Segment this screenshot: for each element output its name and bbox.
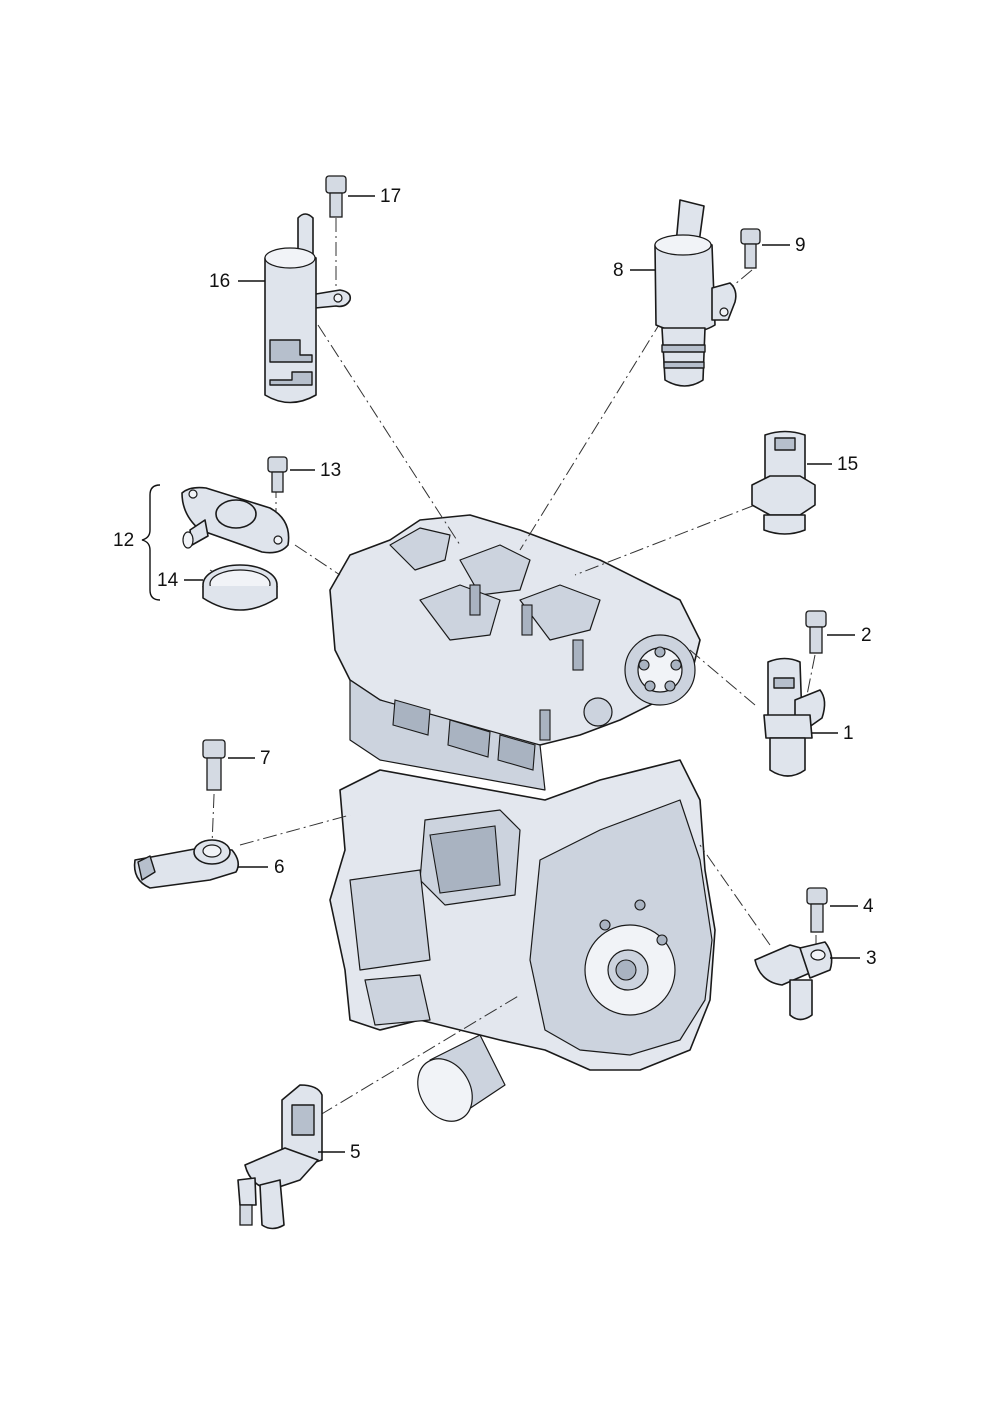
- part-13-bolt: [267, 456, 288, 493]
- callout-5: 5: [350, 1142, 361, 1163]
- callout-4: 4: [863, 896, 874, 917]
- part-17-bolt: [325, 175, 347, 218]
- part-12-flange: [181, 486, 290, 554]
- part-14-ring: [202, 564, 278, 611]
- callout-13: 13: [320, 460, 341, 481]
- callout-2: 2: [861, 625, 872, 646]
- part-6-sensor: [133, 839, 240, 889]
- callout-8: 8: [613, 260, 624, 281]
- callout-7: 7: [260, 748, 271, 769]
- engine-block: [329, 514, 716, 1122]
- part-16-valve: [264, 213, 352, 404]
- callout-15: 15: [837, 454, 858, 475]
- part-4-bolt: [806, 887, 828, 933]
- part-2-bolt: [805, 610, 827, 654]
- part-15-sensor: [751, 430, 816, 535]
- callout-17: 17: [380, 186, 401, 207]
- callout-16: 16: [209, 271, 230, 292]
- callout-3: 3: [866, 948, 877, 969]
- part-8-valve: [654, 199, 737, 387]
- part-9-bolt: [740, 228, 761, 269]
- callout-14: 14: [157, 570, 179, 591]
- part-1-sensor: [763, 657, 826, 777]
- part-5-sensor: [237, 1084, 323, 1230]
- callout-leaders: [141, 195, 860, 1153]
- callout-12: 12: [113, 530, 134, 551]
- callout-9: 9: [795, 235, 806, 256]
- callout-numbers: 17 16 9 8 13 15 12 14 2 1 7 6 4 3 5: [113, 186, 877, 1163]
- callout-1: 1: [843, 723, 854, 744]
- part-3-sensor: [754, 941, 833, 1021]
- callout-6: 6: [274, 857, 285, 878]
- part-7-bolt: [202, 739, 226, 791]
